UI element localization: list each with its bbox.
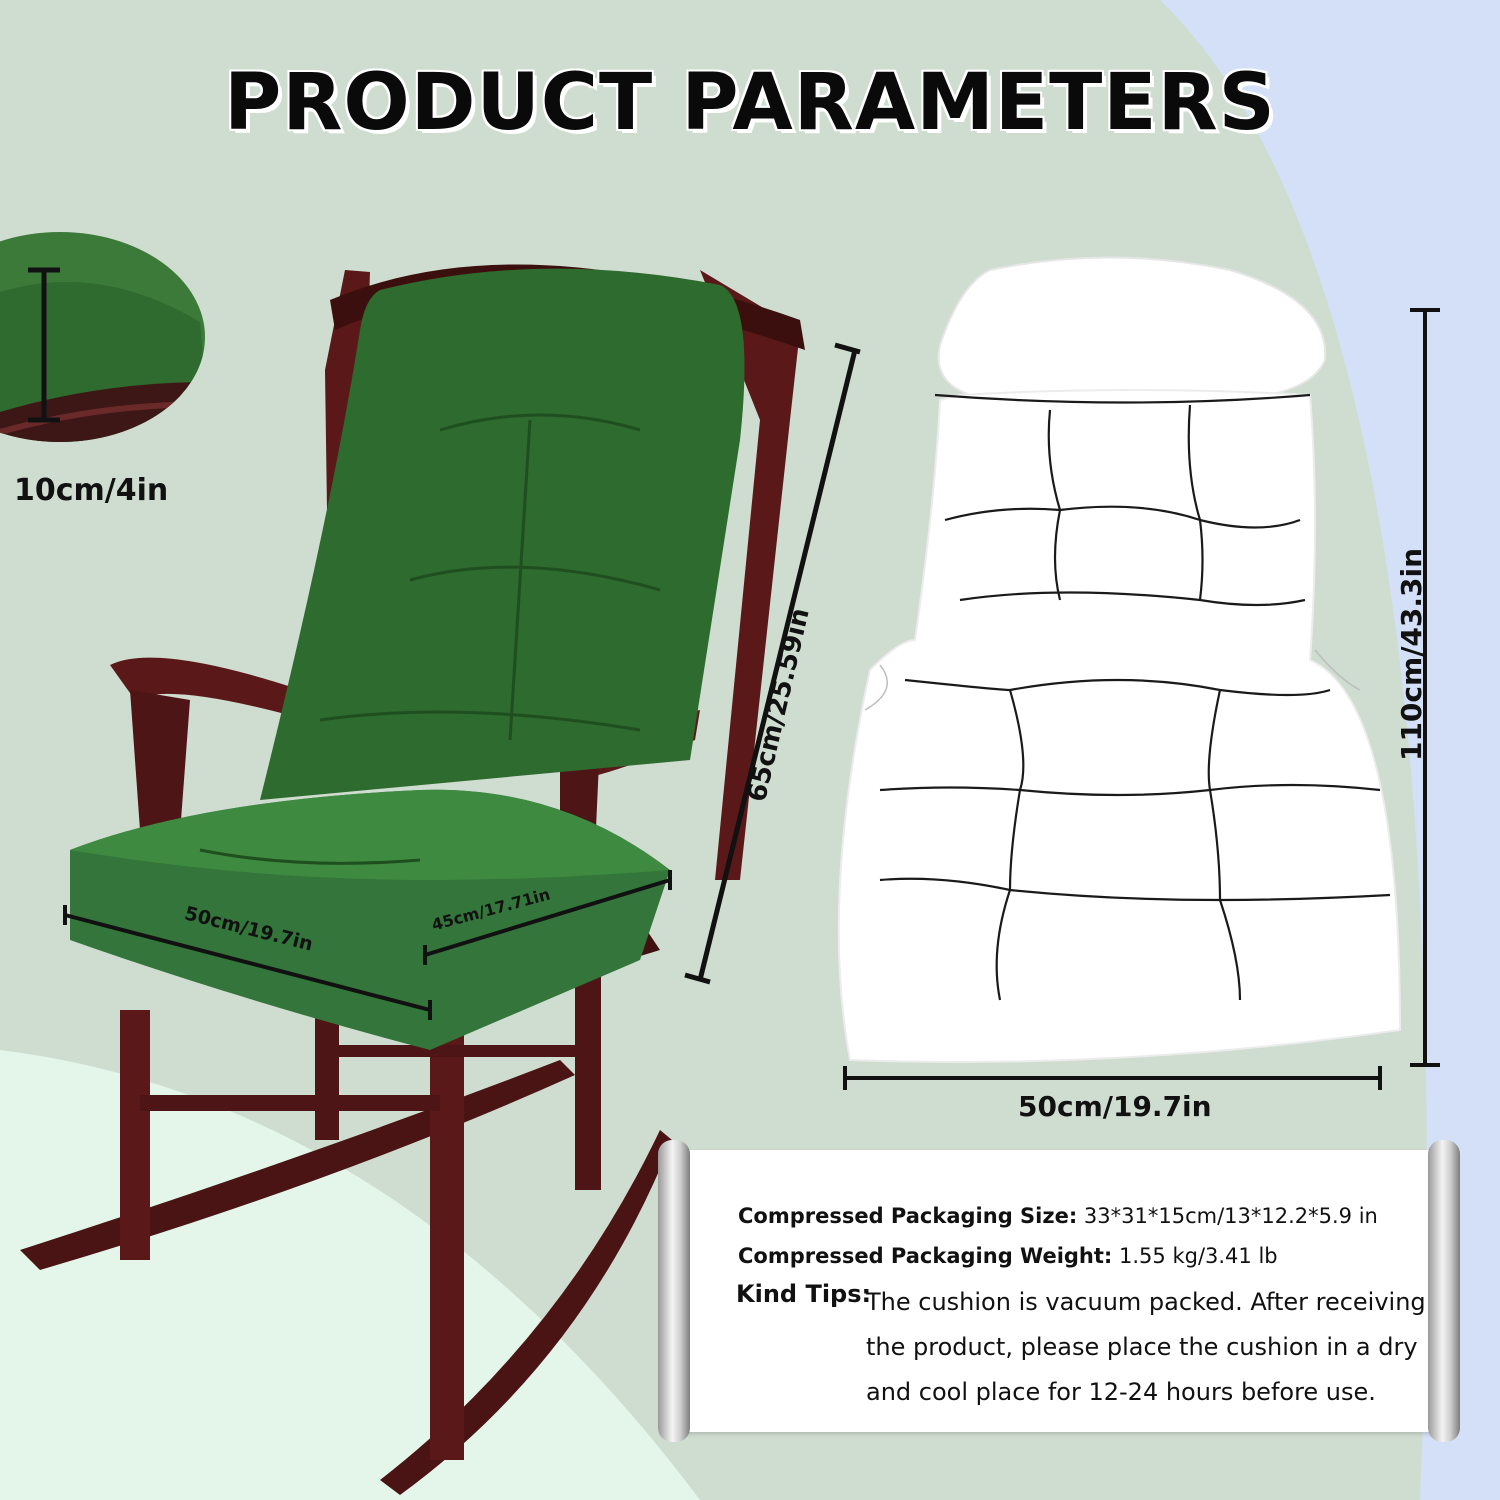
seat-width-dimension-line <box>63 905 432 1020</box>
total-length-label: 110cm/43.3in <box>1395 547 1429 762</box>
scroll-right-roller <box>1428 1140 1460 1442</box>
kind-tips-text: The cushion is vacuum packed. After rece… <box>866 1288 1426 1406</box>
kind-tips-label: Kind Tips: <box>736 1280 872 1308</box>
rocking-chair-illustration <box>20 264 861 1495</box>
packaging-weight-value: 1.55 kg/3.41 lb <box>1119 1244 1278 1268</box>
total-width-dimension-line <box>843 1066 1382 1090</box>
packaging-size-label: Compressed Packaging Size: <box>738 1204 1078 1228</box>
page-title: PRODUCT PARAMETERS <box>224 58 1276 148</box>
thickness-label: 10cm/4in <box>14 473 169 508</box>
packaging-size-row: Compressed Packaging Size: 33*31*15cm/13… <box>738 1204 1378 1228</box>
seat-depth-dimension-line <box>423 870 672 965</box>
scroll-left-roller <box>658 1140 690 1442</box>
packaging-weight-label: Compressed Packaging Weight: <box>738 1244 1113 1268</box>
specifications-sheet: Compressed Packaging Size: 33*31*15cm/13… <box>684 1150 1434 1432</box>
back-height-dimension-line <box>684 342 861 985</box>
packaging-weight-row: Compressed Packaging Weight: 1.55 kg/3.4… <box>738 1244 1278 1268</box>
total-length-dimension-line <box>1410 308 1440 1067</box>
white-cushion-illustration <box>837 256 1440 1090</box>
specifications-scroll: Compressed Packaging Size: 33*31*15cm/13… <box>658 1140 1460 1442</box>
thickness-zoom-inset <box>0 232 205 442</box>
total-width-label: 50cm/19.7in <box>1018 1090 1212 1123</box>
packaging-size-value: 33*31*15cm/13*12.2*5.9 in <box>1083 1204 1378 1228</box>
